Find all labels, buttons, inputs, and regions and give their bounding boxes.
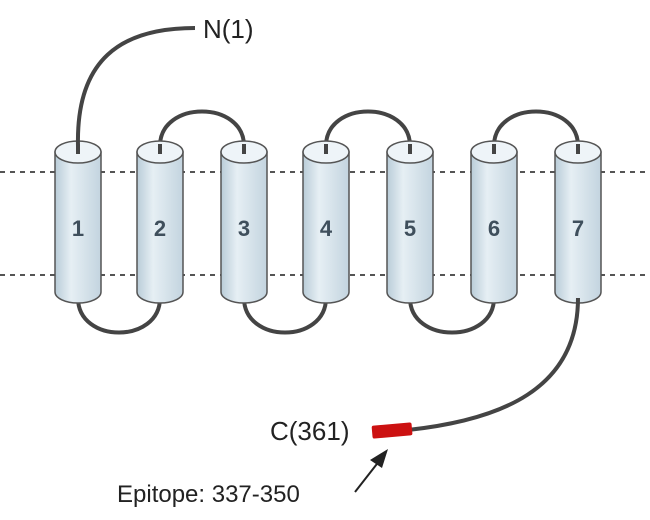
intracellular-loop <box>76 297 162 335</box>
transmembrane-helix: 7 <box>554 140 602 304</box>
helix-number: 2 <box>154 216 166 241</box>
extracellular-loop <box>324 109 412 147</box>
helix-number: 6 <box>488 216 500 241</box>
c-terminus-label: C(361) <box>270 416 349 446</box>
helix-number: 4 <box>320 216 333 241</box>
transmembrane-helix: 2 <box>136 140 184 304</box>
epitope-label: Epitope: 337-350 <box>117 481 300 508</box>
epitope-arrow <box>354 449 388 493</box>
intracellular-loop <box>408 297 496 335</box>
n-terminus-label: N(1) <box>203 14 254 44</box>
intracellular-loop <box>242 297 328 335</box>
transmembrane-helix: 6 <box>470 140 518 304</box>
helix-number: 1 <box>72 216 84 241</box>
n-terminus-tail <box>75 26 196 147</box>
transmembrane-helix: 3 <box>220 140 268 304</box>
transmembrane-helix: 5 <box>386 140 434 304</box>
extracellular-loop <box>492 109 580 147</box>
helix-number: 3 <box>238 216 250 241</box>
transmembrane-helix: 1 <box>54 140 102 304</box>
c-terminus-tail <box>407 297 580 432</box>
transmembrane-helix: 4 <box>302 140 350 304</box>
extracellular-loop <box>158 109 246 147</box>
helix-number: 7 <box>572 216 584 241</box>
epitope-marker <box>371 422 413 439</box>
helix-number: 5 <box>404 216 416 241</box>
